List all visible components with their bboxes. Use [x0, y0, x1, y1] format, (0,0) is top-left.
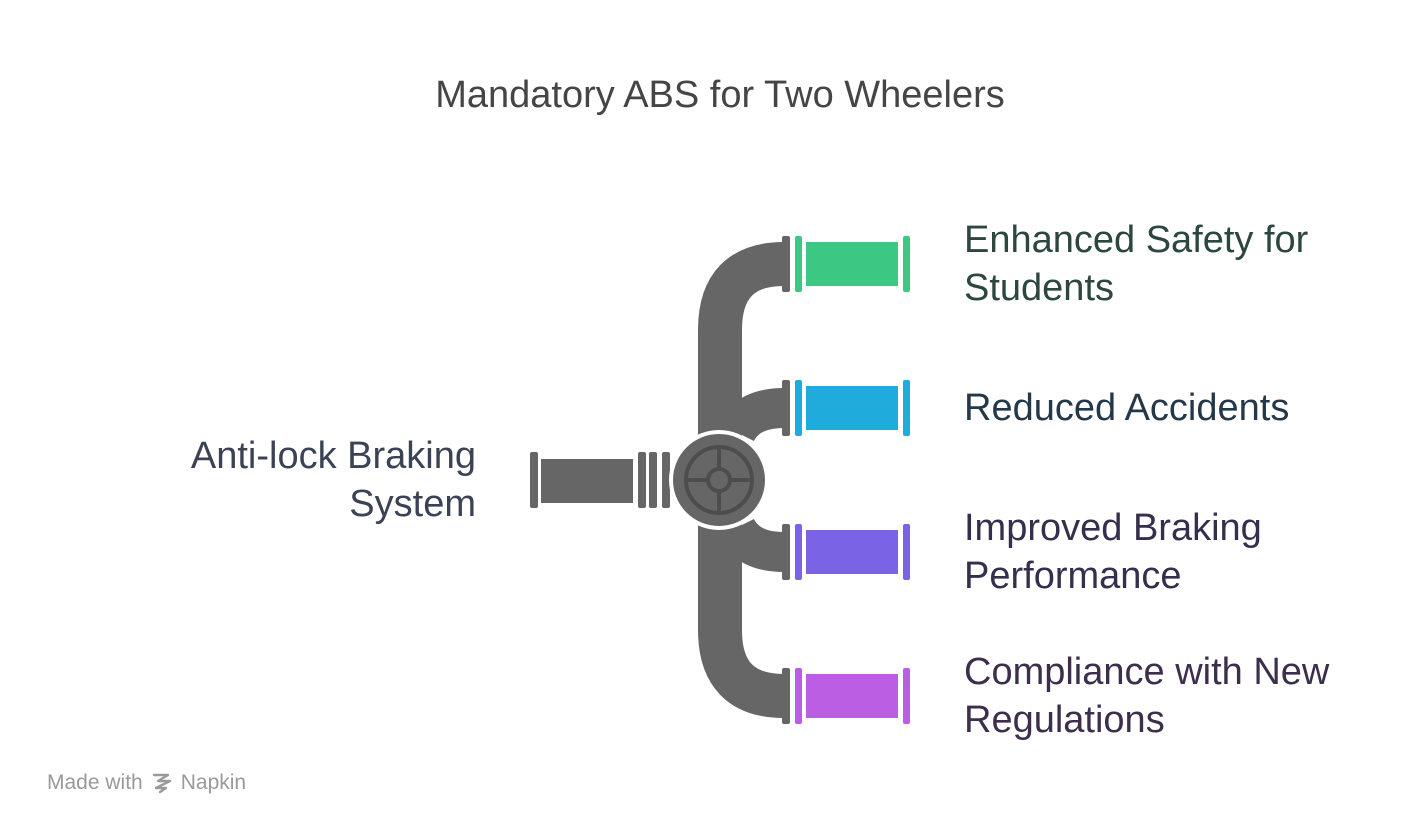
output-label-safety: Enhanced Safety for Students — [964, 219, 1309, 309]
output-label-compliance: Compliance with New Regulations — [964, 651, 1330, 741]
brand-prefix: Made with — [47, 771, 143, 794]
input-pipe — [530, 452, 670, 508]
output-pipe-compliance — [782, 668, 910, 724]
output-pipes — [782, 236, 910, 724]
source-label: Anti-lock Braking System — [190, 435, 476, 525]
output-pipe-safety — [782, 236, 910, 292]
valve-icon — [669, 430, 769, 530]
brand-name: Napkin — [180, 771, 247, 794]
output-label-accidents: Reduced Accidents — [964, 387, 1290, 429]
output-pipe-braking — [782, 524, 910, 580]
page-title: Mandatory ABS for Two Wheelers — [435, 74, 1005, 116]
output-pipe-accidents — [782, 380, 910, 436]
napkin-logo-icon — [152, 773, 171, 794]
brand-watermark: Made with Napkin — [47, 771, 246, 795]
output-label-braking: Improved Braking Performance — [964, 507, 1262, 597]
